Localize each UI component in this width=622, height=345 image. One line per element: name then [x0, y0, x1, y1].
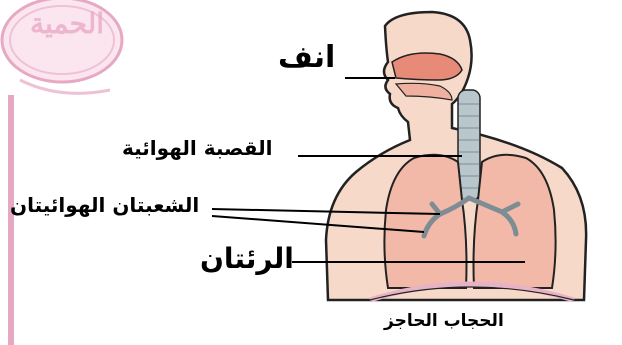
nose-label: انف	[278, 40, 335, 75]
diaphragm-label: الحجاب الحاجز	[384, 311, 504, 331]
lung-right	[474, 155, 556, 288]
bronchi-label: الشعبتان الهوائيتان	[10, 193, 199, 217]
trachea-shape	[458, 90, 480, 200]
lungs-label: الرئتان	[200, 242, 294, 275]
trachea-label: القصبة الهوائية	[122, 136, 273, 160]
lung-left	[384, 155, 466, 288]
